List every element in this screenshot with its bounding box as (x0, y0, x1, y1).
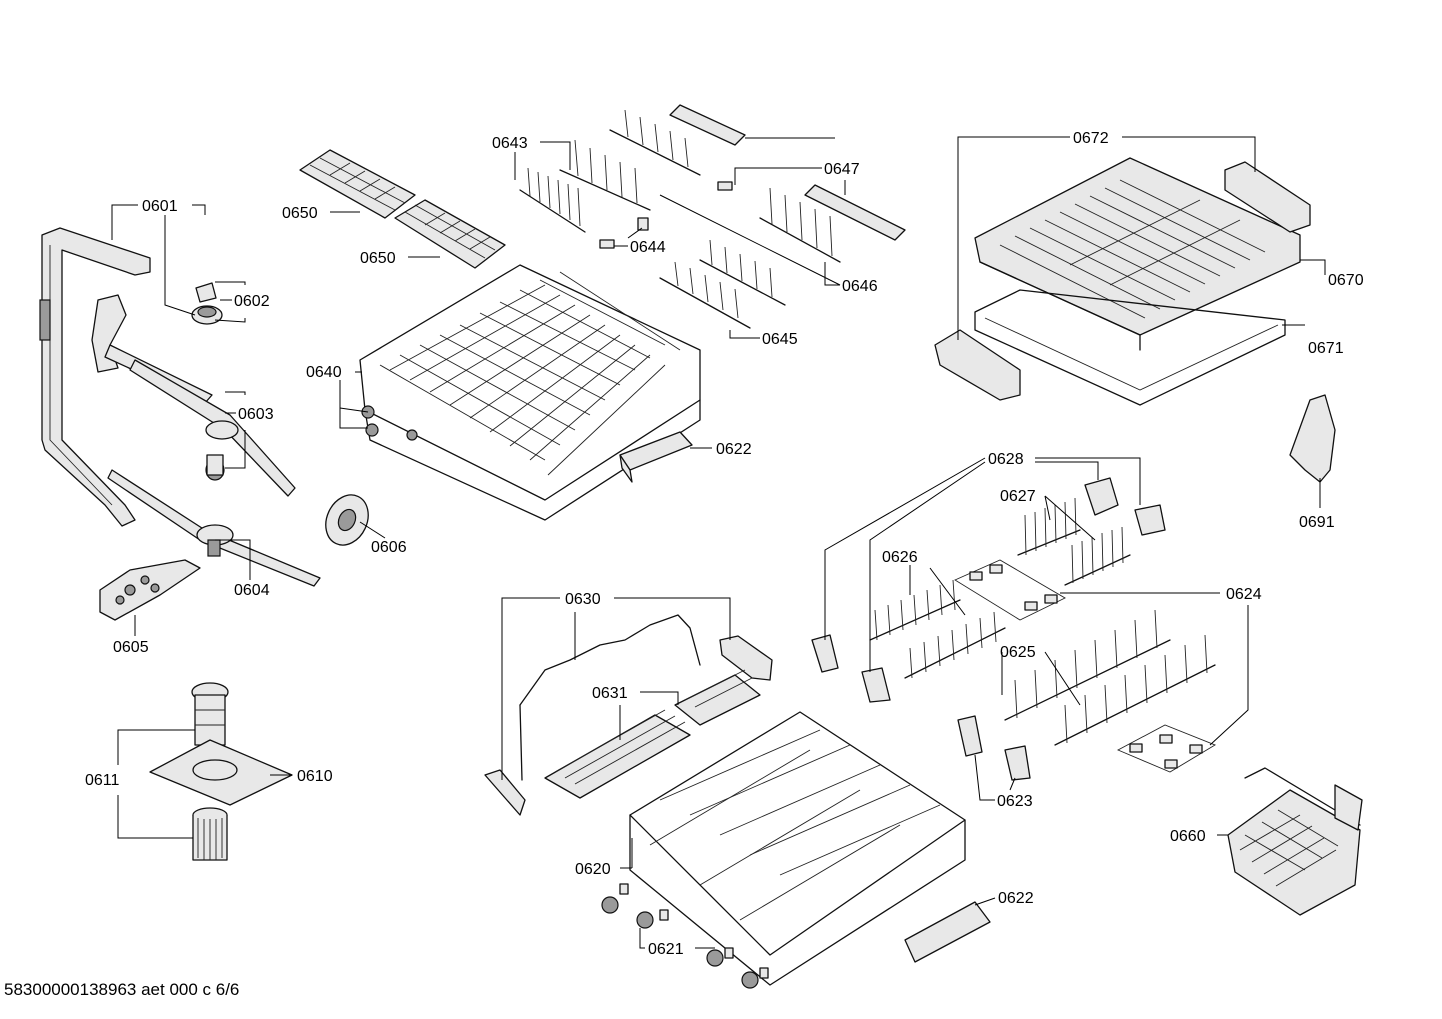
rack-0647 (669, 104, 906, 241)
label-0646: 0646 (842, 278, 878, 295)
tray-frame-0671 (974, 289, 1286, 406)
hinge-0628 (811, 477, 1166, 703)
sump-filter-0610 (149, 682, 293, 806)
label-0603: 0603 (238, 406, 274, 423)
label-0630: 0630 (565, 591, 601, 608)
tray-end-0672 (934, 161, 1311, 401)
label-0631: 0631 (592, 685, 628, 702)
label-0671: 0671 (1308, 340, 1344, 357)
shelf-0631 (544, 669, 761, 799)
label-0627: 0627 (1000, 488, 1036, 505)
label-0622-lower: 0622 (998, 890, 1034, 907)
upper-basket-0640 (359, 264, 701, 521)
rack-0625 (1004, 609, 1216, 746)
rack-0627 (1017, 497, 1131, 586)
cutlery-tray-0670 (974, 157, 1301, 351)
label-0628: 0628 (988, 451, 1024, 468)
cutlery-basket-0660 (1227, 767, 1363, 916)
label-0650-b: 0650 (360, 250, 396, 267)
lower-basket-0620 (629, 711, 966, 986)
upper-spray-arm-0603 (91, 294, 296, 497)
handle-0622-lower (904, 901, 991, 963)
label-0622-upper: 0622 (716, 441, 752, 458)
label-0623: 0623 (997, 793, 1033, 810)
label-0602: 0602 (234, 293, 270, 310)
label-0670: 0670 (1328, 272, 1364, 289)
wheel-0621 (601, 883, 769, 989)
label-0672: 0672 (1073, 130, 1109, 147)
spray-supply-pipe (39, 227, 151, 527)
clip-0644 (599, 181, 733, 249)
label-0644: 0644 (630, 239, 666, 256)
label-0647: 0647 (824, 161, 860, 178)
cup-shelf-0650 (299, 149, 506, 269)
microfilter-0611 (192, 807, 228, 861)
filter-disc-0606 (325, 494, 369, 546)
rack-0630 (484, 614, 773, 816)
rack-0645 (659, 239, 786, 329)
label-0626: 0626 (882, 549, 918, 566)
label-0601: 0601 (142, 198, 178, 215)
label-0640: 0640 (306, 364, 342, 381)
label-0604: 0604 (234, 582, 270, 599)
clip-set-0624-upper (954, 559, 1066, 621)
rack-0626 (869, 579, 1006, 679)
clip-0623 (957, 715, 1031, 781)
label-0650-a: 0650 (282, 205, 318, 222)
rack-0646 (609, 109, 841, 263)
label-0691: 0691 (1299, 514, 1335, 531)
label-0660: 0660 (1170, 828, 1206, 845)
spray-arm-holder-0602 (191, 282, 223, 325)
part-labels: 0601 0602 0603 0604 0605 0606 0610 0611 … (85, 130, 1364, 958)
label-0643: 0643 (492, 135, 528, 152)
clip-set-0624-lower (1116, 724, 1217, 773)
handle-0622-upper (619, 431, 693, 483)
label-0605: 0605 (113, 639, 149, 656)
spray-deflector-0605 (99, 559, 201, 621)
drawing-reference-number: 58300000138963 aet 000 c 6/6 (4, 980, 240, 999)
label-0624: 0624 (1226, 586, 1262, 603)
label-0611: 0611 (85, 772, 120, 789)
label-0620: 0620 (575, 861, 611, 878)
label-0625: 0625 (1000, 644, 1036, 661)
label-0621: 0621 (648, 941, 684, 958)
clip-0691 (1289, 394, 1336, 483)
label-0645: 0645 (762, 331, 798, 348)
label-0606: 0606 (371, 539, 407, 556)
label-0610: 0610 (297, 768, 333, 785)
rack-0643 (519, 139, 651, 233)
leader-lines (111, 136, 1326, 949)
